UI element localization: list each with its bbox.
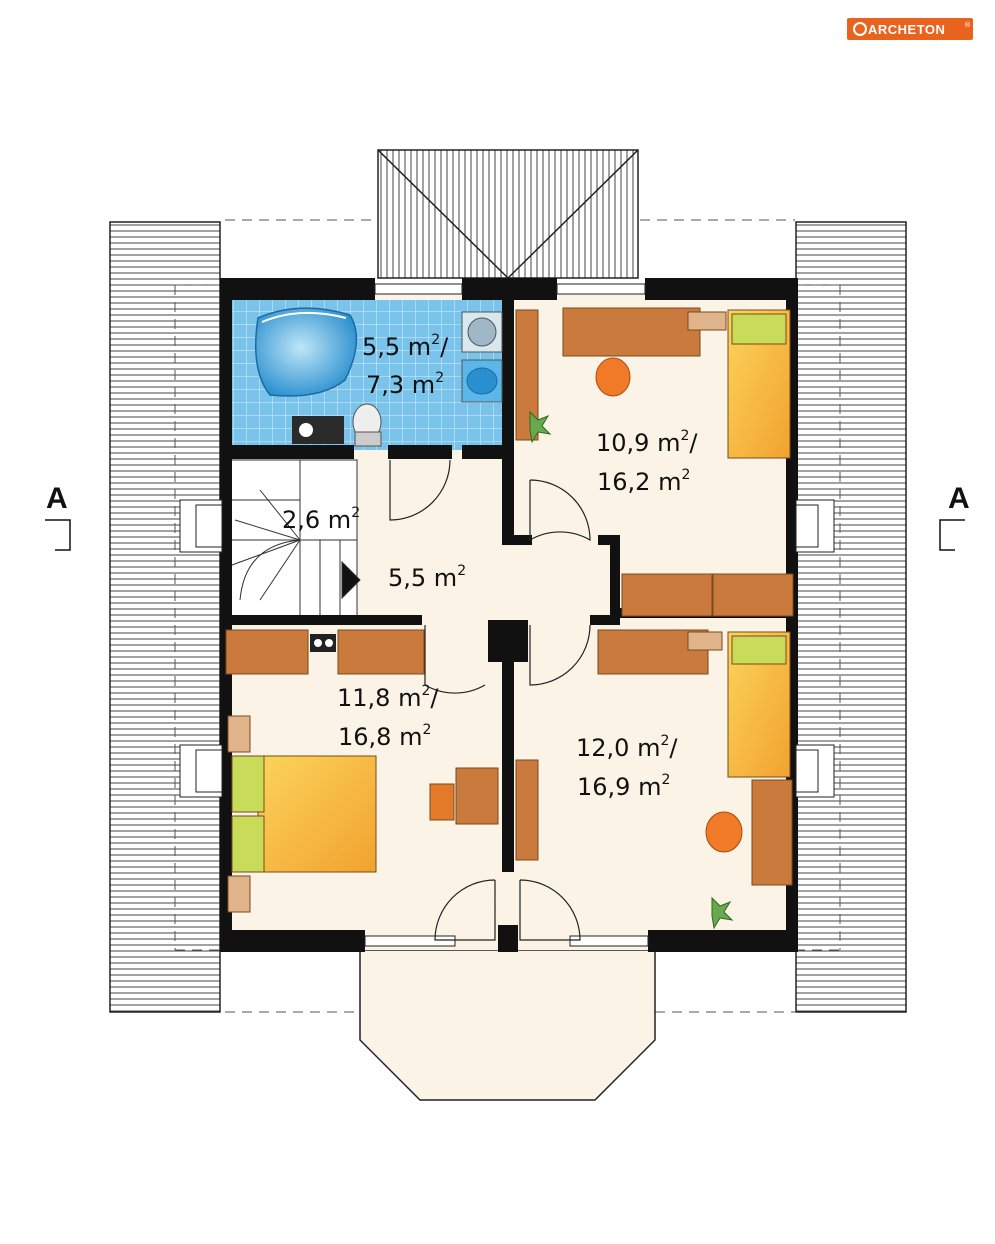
- svg-text:10,9 m2/: 10,9 m2/: [596, 428, 698, 457]
- svg-text:2,6 m2: 2,6 m2: [282, 505, 360, 534]
- bathroom-fixtures: [254, 307, 503, 447]
- label-bedroom-ne: 10,9 m2/ 16,2 m2: [596, 428, 698, 496]
- furniture-bedroom-se: [515, 629, 793, 930]
- roof-dormer: [377, 149, 639, 279]
- svg-text:16,9 m2: 16,9 m2: [577, 772, 670, 801]
- svg-text:16,2 m2: 16,2 m2: [597, 467, 690, 496]
- label-hall: 5,5 m2: [388, 563, 466, 592]
- furniture-bedroom-ne: [515, 307, 794, 617]
- svg-text:®: ®: [964, 21, 971, 29]
- svg-text:11,8 m2/: 11,8 m2/: [337, 683, 439, 712]
- section-marker-right: A: [939, 482, 970, 551]
- label-bedroom-sw: 11,8 m2/ 16,8 m2: [337, 683, 439, 751]
- furniture-bedroom-sw: [225, 629, 499, 913]
- svg-text:5,5 m2/: 5,5 m2/: [362, 332, 449, 361]
- archeton-logo: ARCHETON ®: [847, 18, 973, 40]
- svg-text:7,3 m2: 7,3 m2: [366, 370, 444, 399]
- label-bedroom-se: 12,0 m2/ 16,9 m2: [576, 733, 678, 801]
- roof-left: [109, 221, 221, 1013]
- svg-text:ARCHETON: ARCHETON: [868, 22, 945, 37]
- section-marker-left: A: [45, 482, 71, 551]
- label-stair: 2,6 m2: [282, 505, 360, 534]
- svg-text:A: A: [948, 482, 970, 515]
- svg-text:A: A: [46, 482, 68, 515]
- svg-text:12,0 m2/: 12,0 m2/: [576, 733, 678, 762]
- label-bathroom: 5,5 m2/ 7,3 m2: [362, 332, 449, 399]
- roof-right: [795, 221, 907, 1013]
- bay-window: [359, 949, 656, 1101]
- door-swings: [389, 459, 591, 941]
- roof-dashed-lines: [174, 219, 841, 1080]
- svg-text:5,5 m2: 5,5 m2: [388, 563, 466, 592]
- windows: [179, 283, 835, 947]
- svg-text:16,8 m2: 16,8 m2: [338, 722, 431, 751]
- staircase: [221, 459, 361, 621]
